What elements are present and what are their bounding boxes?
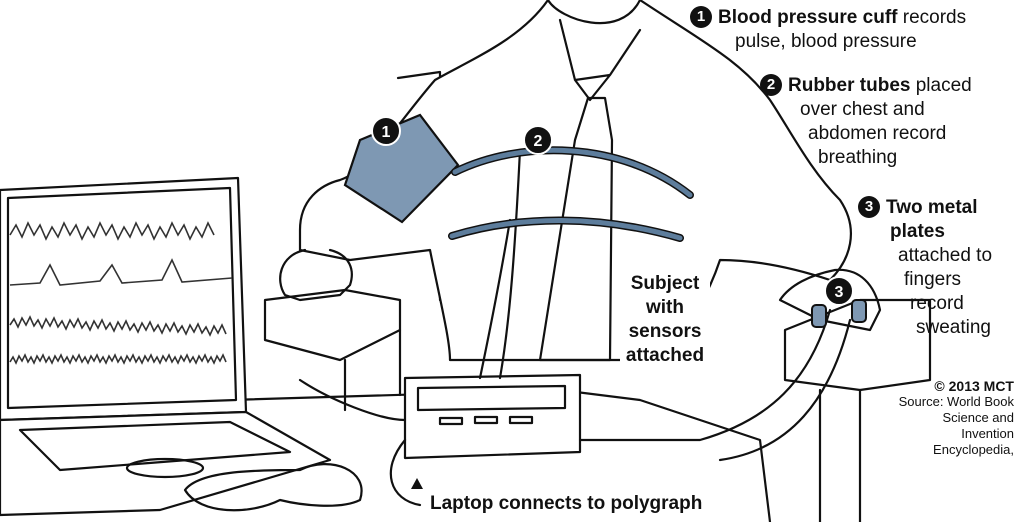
label-plates-title2: plates [890,221,945,242]
right-hand [778,268,882,332]
label-plates-number: 3 [858,196,880,218]
label-subject-line4: attached [625,345,705,366]
label-plates-title1: Two metal [886,197,978,218]
label-subject: Subject with sensors attached [620,272,710,368]
waveforms [9,221,233,365]
label-tubes-text1: placed [915,75,972,96]
label-plates-text1: attached to [898,245,993,266]
label-tubes-text3: abdomen record [808,123,947,144]
label-cuff-number: 1 [690,6,712,28]
polygraph-screen [416,384,567,412]
sensor-wires [478,148,852,462]
credit-line3: Invention [961,426,1014,441]
label-cuff-text2: pulse, blood pressure [735,31,917,52]
credit-line4: Encyclopedia, [933,442,1014,457]
label-subject-line1: Subject [630,273,700,294]
label-plates-text2: fingers [904,269,962,290]
armrest-left [263,288,402,362]
label-plates-text3: record [910,293,964,314]
laptop-screen-inner [6,186,238,410]
label-cuff-text1: records [902,7,967,28]
marker-2: 2 [523,125,553,155]
tie [538,96,614,362]
shirt-collar [558,18,642,102]
credit-line2: Science and [942,410,1014,425]
laptop-screen [0,176,248,422]
mouse [183,463,363,512]
label-tubes: 2 Rubber tubes placed over chest and abdo… [760,74,972,170]
connector-cable [298,378,422,507]
label-tubes-number: 2 [760,74,782,96]
label-laptop: Laptop connects to polygraph [430,493,703,514]
label-subject-line2: with [646,297,684,318]
label-plates: 3 Two metal plates attached to fingers re… [858,196,992,340]
source-credit: © 2013 MCT Source: World Book Science an… [899,378,1014,458]
laptop-arrow [411,478,423,489]
label-cuff: 1 Blood pressure cuff records pulse, bloo… [690,6,966,54]
marker-3: 3 [824,276,854,306]
chair-leg-left [343,328,402,412]
marker-1: 1 [371,116,401,146]
laptop-base [0,410,332,517]
polygraph-buttons [438,415,534,426]
svg-text:1: 1 [382,124,391,141]
finger-plates [811,299,867,328]
label-subject-line3: sensors [628,321,702,342]
svg-text:3: 3 [835,284,844,301]
chair-leg-right [818,388,862,522]
left-hand [279,248,353,302]
label-tubes-text4: breathing [818,147,898,168]
label-tubes-title: Rubber tubes [788,75,911,96]
trackpad [125,457,205,479]
label-cuff-title: Blood pressure cuff [718,7,898,28]
blood-pressure-cuff [343,113,460,224]
label-plates-text4: sweating [916,317,991,338]
keyboard [18,420,292,472]
label-tubes-text2: over chest and [800,99,925,120]
credit-line1: Source: World Book [898,394,1014,409]
credit-copyright: © 2013 MCT [934,378,1014,394]
svg-text:2: 2 [534,133,543,150]
